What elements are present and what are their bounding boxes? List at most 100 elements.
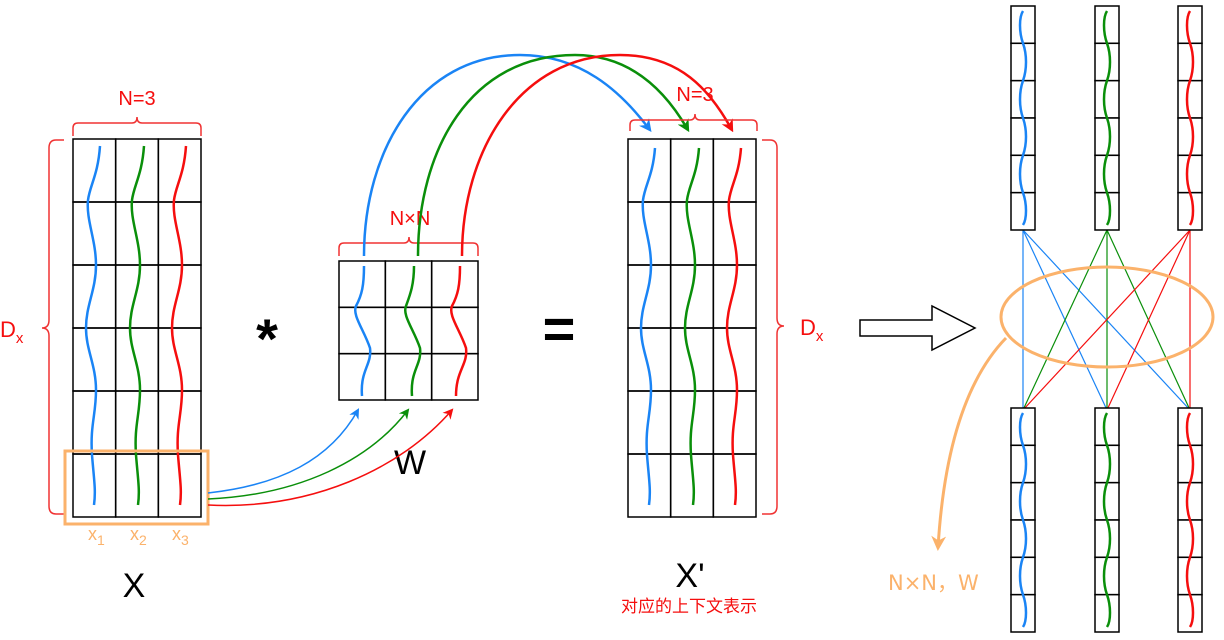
- matrix-x-prime-cell: [669, 327, 715, 392]
- top-vector-cell: [1094, 79, 1120, 119]
- matrix-w-grid: [338, 260, 479, 401]
- brace-xp-height: [762, 139, 785, 515]
- matrix-x-cell: [114, 264, 160, 329]
- top-vector-cell: [1177, 117, 1203, 157]
- attention-connections: [1022, 229, 1191, 411]
- matrix-x-prime-cell: [669, 138, 715, 203]
- top-vector-wave: [1102, 10, 1112, 226]
- top-vector-2: [1094, 5, 1120, 231]
- matrix-x-prime-waves: [639, 147, 743, 506]
- bottom-vector-cell: [1010, 556, 1036, 596]
- bottom-vector-wave: [1185, 412, 1195, 628]
- bottom-vector-wave: [1102, 412, 1112, 628]
- top-vector-cell: [1094, 42, 1120, 82]
- matrix-x-prime-name: X': [675, 557, 704, 595]
- matrix-x-cell: [157, 327, 202, 392]
- matrix-x-prime-cell: [712, 327, 757, 392]
- bottom-vector-cell: [1094, 556, 1120, 596]
- top-vector-cell: [1094, 117, 1120, 157]
- network-annotation: N×N，W: [888, 571, 979, 595]
- matrix-x-grid: [72, 138, 202, 518]
- brace-x-width: [72, 116, 202, 136]
- weights-ellipse: [999, 265, 1215, 369]
- matrix-x-height-label: Dx: [0, 317, 24, 347]
- matrix-x-prime-cell: [712, 264, 757, 329]
- matrix-x-prime: N=3 Dx X' 对应的上下文表示: [621, 84, 824, 617]
- top-vectors: [1010, 5, 1203, 231]
- wave-w2: [403, 265, 422, 397]
- connection-line: [1022, 229, 1108, 411]
- annotation-arrow: [931, 336, 1008, 551]
- top-vector-wave: [1018, 10, 1028, 226]
- matrix-x-prime-height-label: Dx: [800, 315, 824, 345]
- top-vector-cell: [1010, 117, 1036, 157]
- arrow-x3-to-w: [207, 408, 454, 507]
- connection-line: [1022, 229, 1191, 411]
- bottom-vector-2: [1094, 407, 1120, 633]
- matrix-x-prime-cell: [627, 138, 672, 203]
- matrix-x-cell: [72, 138, 117, 203]
- output-arcs: [362, 53, 734, 257]
- bottom-vector-wave: [1018, 412, 1028, 628]
- bottom-vector-cell: [1094, 519, 1120, 559]
- highlighted-row: [63, 449, 210, 526]
- wave-xp2: [683, 147, 701, 506]
- wave-x2: [128, 145, 146, 506]
- top-vector-cell: [1010, 42, 1036, 82]
- matrix-x-cell: [157, 264, 202, 329]
- top-vector-cell: [1010, 79, 1036, 119]
- matrix-x-prime-caption: 对应的上下文表示: [621, 597, 757, 617]
- brace-xp-width: [629, 113, 758, 131]
- matrix-x-prime-cell: [669, 264, 715, 329]
- top-vector-cell: [1010, 154, 1036, 194]
- bottom-vector-3: [1177, 407, 1203, 633]
- bottom-vector-cell: [1177, 556, 1203, 596]
- matrix-x-prime-width-label: N=3: [676, 84, 713, 106]
- matrix-x-width-label: N=3: [118, 88, 155, 110]
- top-vector-cell: [1094, 154, 1120, 194]
- arc-w2-to-xprime: [416, 53, 690, 257]
- network-view: N×N，W: [888, 5, 1215, 633]
- wave-xp3: [725, 147, 743, 506]
- top-vector-wave: [1185, 10, 1195, 226]
- column-label-x2: x2: [130, 524, 147, 548]
- matrix-x-cell: [114, 327, 160, 392]
- connection-line: [1106, 229, 1191, 411]
- top-vector-cell: [1177, 79, 1203, 119]
- wave-w3: [449, 265, 468, 397]
- transform-arrow: [859, 304, 977, 352]
- matrix-w-cell: [384, 352, 433, 401]
- brace-x-height: [41, 139, 64, 515]
- matrix-x-prime-grid: [627, 138, 757, 518]
- matrix-x: N=3 Dx x1 x2 x3 X: [0, 88, 210, 605]
- matrix-x-cell: [114, 138, 160, 203]
- matrix-w-cell: [384, 306, 433, 355]
- matrix-w-cell: [430, 352, 479, 401]
- bottom-vector-1: [1010, 407, 1036, 633]
- wave-w1: [353, 265, 372, 397]
- matrix-x-prime-cell: [712, 138, 757, 203]
- top-vector-1: [1010, 5, 1036, 231]
- arrow-x2-to-w: [207, 408, 410, 500]
- matrix-x-cell: [157, 201, 202, 266]
- bottom-vector-cell: [1010, 444, 1036, 484]
- bottom-vector-cell: [1010, 519, 1036, 559]
- bottom-vector-cell: [1094, 444, 1120, 484]
- wave-x3: [170, 145, 188, 506]
- arc-w1-to-xprime: [362, 53, 652, 257]
- wave-x1: [84, 145, 102, 506]
- input-arrows: [207, 408, 454, 507]
- matrix-w-cell: [430, 306, 479, 355]
- column-label-x3: x3: [172, 524, 189, 548]
- wave-xp1: [639, 147, 657, 506]
- matrix-w: N×N W: [338, 208, 479, 482]
- brace-w-width: [338, 236, 479, 256]
- matrix-x-waves: [84, 145, 188, 506]
- matrix-w-waves: [353, 265, 468, 397]
- bottom-vectors: [1010, 407, 1203, 633]
- matrix-x-prime-cell: [712, 201, 757, 266]
- bottom-vector-cell: [1010, 481, 1036, 521]
- bottom-vector-cell: [1094, 481, 1120, 521]
- matrix-w-size-label: N×N: [390, 208, 431, 230]
